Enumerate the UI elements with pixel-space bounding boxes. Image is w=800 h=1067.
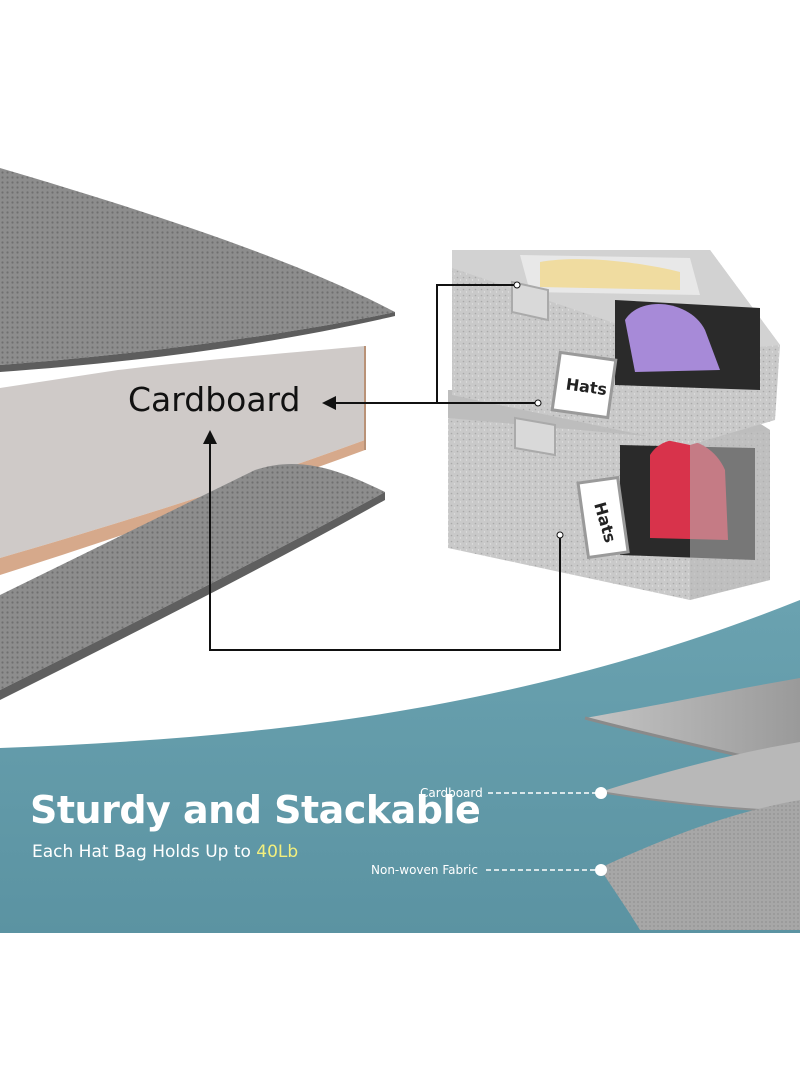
banner-title: Sturdy and Stackable (30, 788, 481, 832)
bottom-fabric-layer (0, 463, 385, 690)
arrow-head-left (322, 396, 336, 410)
layer-sheet-3 (600, 800, 800, 930)
top-storage-box: Hats (452, 250, 780, 445)
callout-lines (209, 284, 561, 651)
weight-capacity-highlight: 40Lb (256, 842, 299, 862)
arrow-head-up (203, 430, 217, 444)
cardboard-layer (0, 346, 365, 558)
layer-label-non-woven-fabric: Non-woven Fabric (371, 863, 478, 877)
banner-subtitle: Each Hat Bag Holds Up to 40Lb (32, 842, 298, 862)
layer-label-cardboard: Cardboard (420, 786, 483, 800)
top-fabric-layer (0, 168, 395, 365)
banner-band (0, 600, 800, 933)
layer-sheet-1 (585, 678, 800, 770)
cardboard-callout-label: Cardboard (128, 380, 301, 419)
layer-sheet-2 (600, 742, 800, 812)
banner-subtitle-text: Each Hat Bag Holds Up to (32, 842, 257, 862)
